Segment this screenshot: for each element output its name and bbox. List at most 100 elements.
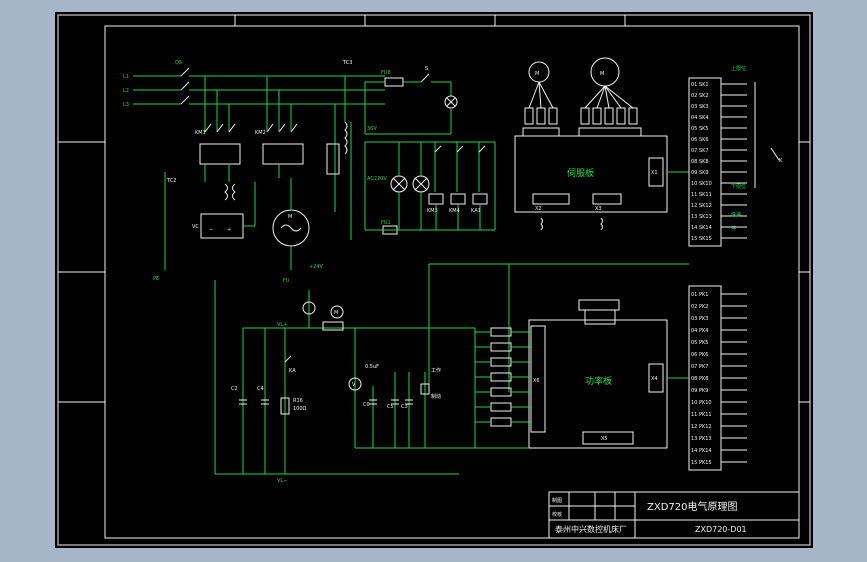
- ac220-label: AC220V: [367, 176, 387, 182]
- drawing-title: ZXD720电气原理图: [647, 500, 738, 513]
- relay-ka1-label: KA1: [471, 208, 481, 214]
- limit-down-label: 下限位: [731, 183, 746, 190]
- svg-text:V: V: [352, 382, 356, 388]
- tc2-label: TC2: [166, 178, 176, 184]
- bottom-terminal-14: 14 PK14: [691, 448, 712, 454]
- phase-label-l3: L3: [123, 102, 129, 108]
- drawing-number: ZXD720-D01: [695, 525, 747, 534]
- lower-left-circuit: VL− VL+ C2 C4 KA R16 100Ω M V 0.5uF C0 C…: [214, 280, 475, 484]
- svg-text:VL−: VL−: [277, 478, 287, 484]
- bottom-terminal-8: 08 PK8: [691, 376, 708, 382]
- bottom-terminal-15: 15 PK15: [691, 460, 712, 466]
- svg-text:M: M: [600, 71, 604, 77]
- km2-label: KM2: [255, 130, 266, 136]
- limit-up-label: 上限位: [731, 65, 746, 72]
- top-terminal-7: 07 SK7: [691, 148, 709, 154]
- inner-frame: [104, 25, 800, 539]
- frame-ticks: [58, 15, 810, 403]
- top-terminal-15: 15 SK15: [691, 236, 712, 242]
- outer-frame: [57, 14, 811, 546]
- bottom-terminal-7: 07 PK7: [691, 364, 708, 370]
- work-label: 工作: [431, 367, 441, 374]
- servo-board: M M 伺服板 X1 X2 X3: [428, 57, 689, 392]
- top-terminal-10: 10 SK10: [691, 181, 712, 187]
- svg-text:VL+: VL+: [277, 322, 287, 328]
- stop-label: 停: [731, 225, 736, 232]
- power-input-resistor-2: [490, 342, 512, 352]
- control-circuit: TC3 FU8 S 36V: [326, 60, 458, 240]
- bottom-terminal-13: 13 PK13: [691, 436, 712, 442]
- top-terminal-8: 08 SK8: [691, 159, 709, 165]
- power-input-resistor-4: [490, 372, 512, 382]
- power-board-box: [528, 319, 668, 449]
- v24-label: +24V: [309, 264, 324, 270]
- servo-conn-x3: X3: [595, 206, 602, 212]
- phase-label-l1: L1: [123, 74, 129, 80]
- vc-label: VC: [192, 224, 199, 230]
- servo-board-label: 伺服板: [567, 167, 594, 179]
- tc3-label: TC3: [342, 60, 352, 66]
- power-conn-x6: X6: [533, 378, 540, 384]
- bottom-terminal-5: 05 PK5: [691, 340, 708, 346]
- top-terminal-13: 13 SK13: [691, 214, 712, 220]
- top-terminal-12: 12 SK12: [691, 203, 712, 209]
- ac220-bus: AC220V FU1 KM3 KM4 KA1: [364, 141, 496, 235]
- cap-c3-label: C3: [401, 404, 408, 410]
- bottom-terminal-4: 04 PK4: [691, 328, 708, 334]
- servo-conn-x2: X2: [535, 206, 542, 212]
- title-block: 制图 校核 ZXD720电气原理图 泰州中兴数控机床厂 ZXD720-D01: [548, 491, 800, 539]
- schematic-canvas: L1 L2 L3 QS KM1 KM2 TC2: [55, 12, 813, 548]
- schematic-drawing: L1 L2 L3 QS KM1 KM2 TC2: [57, 14, 811, 546]
- power-board: 功率板 X4 X5 X6: [474, 299, 689, 449]
- power-input-resistor-6: [490, 402, 512, 412]
- checked-label: 校核: [552, 511, 562, 518]
- r16-value: 100Ω: [293, 406, 307, 412]
- bottom-terminal-11: 11 PK11: [691, 412, 712, 418]
- svg-text:FU: FU: [283, 278, 290, 284]
- svg-text:M: M: [535, 71, 539, 77]
- bottom-terminal-12: 12 PK12: [691, 424, 712, 430]
- svg-text:0.5uF: 0.5uF: [365, 364, 379, 370]
- servo-board-box: [514, 135, 668, 213]
- power-input-resistor-7: [490, 417, 512, 427]
- top-terminal-14: 14 SK14: [691, 225, 712, 231]
- main-switch-label: QS: [175, 60, 182, 66]
- top-terminal-2: 02 SK2: [691, 93, 709, 99]
- bottom-terminal-10: 10 PK10: [691, 400, 712, 406]
- bottom-terminal-3: 03 PK3: [691, 316, 708, 322]
- svg-text:M: M: [334, 310, 338, 316]
- bottom-terminal-6: 06 PK6: [691, 352, 708, 358]
- cap-c4-label: C4: [257, 386, 264, 392]
- pe-label: PE: [153, 276, 159, 282]
- top-terminal-1: 01 SK1: [691, 82, 709, 88]
- fast-label: 快速: [731, 211, 741, 218]
- motor-section: KM1 KM2 TC2 VC + − M PE +24V FU: [153, 76, 324, 284]
- top-terminal-11: 11 SK11: [691, 192, 712, 198]
- svg-text:K: K: [779, 158, 783, 164]
- svg-text:−: −: [209, 227, 213, 233]
- top-terminal-9: 09 SK9: [691, 170, 709, 176]
- top-terminal-5: 05 SK5: [691, 126, 709, 132]
- top-terminal-3: 03 SK3: [691, 104, 709, 110]
- cap-c5-label: C5: [387, 404, 394, 410]
- power-input-resistor-1: [490, 327, 512, 337]
- phase-label-l2: L2: [123, 88, 129, 94]
- company-name: 泰州中兴数控机床厂: [555, 524, 627, 534]
- cap-c2-label: C2: [231, 386, 238, 392]
- motor-label: M: [288, 214, 292, 220]
- lamp-switch-label: S: [425, 66, 428, 72]
- relay-km3-label: KM3: [427, 208, 438, 214]
- cap-c0-label: C0: [363, 402, 370, 408]
- brake-label: 制动: [431, 393, 441, 400]
- bottom-terminal-2: 02 PK2: [691, 304, 708, 310]
- ka-label: KA: [289, 368, 296, 374]
- power-input-resistor-5: [490, 387, 512, 397]
- fu1-label: FU1: [381, 220, 391, 226]
- svg-text:+: +: [227, 227, 231, 233]
- fu8-label: FU8: [381, 70, 391, 76]
- top-terminal-4: 04 SK4: [691, 115, 709, 121]
- r16-label: R16: [293, 398, 303, 404]
- km1-label: KM1: [195, 130, 206, 136]
